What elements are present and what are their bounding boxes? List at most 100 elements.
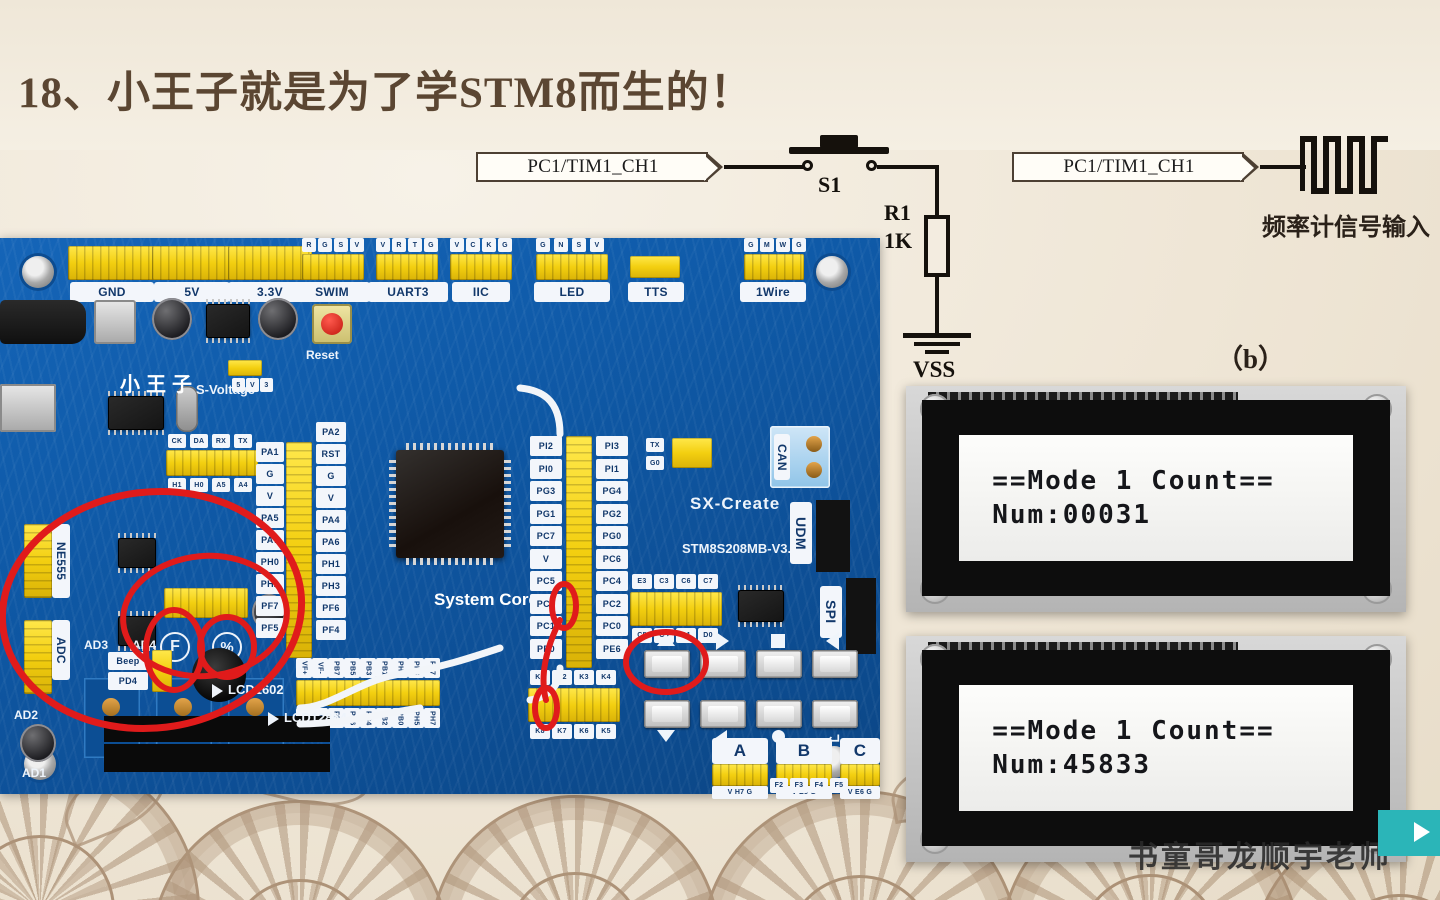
silk-ph1: PH1	[316, 554, 346, 574]
silk-pa6: PA6	[316, 532, 346, 552]
mini-usb-connector[interactable]	[0, 384, 56, 432]
silk-pad-c7: C7	[698, 574, 718, 589]
silk-pad-tx: TX	[646, 438, 664, 452]
silk-g1: G	[256, 464, 284, 484]
silk-pad-f4: F4	[810, 778, 828, 793]
lcd12864-socket[interactable]	[104, 744, 330, 772]
silk-pb7: PB7	[328, 658, 344, 678]
silk-label-btn-b: B	[776, 738, 832, 764]
silk-swimpad-da: DA	[190, 434, 208, 448]
silk-pad-c6: C6	[676, 574, 696, 589]
reset-button-cap[interactable]	[321, 313, 343, 335]
silk-pad-e3: E3	[632, 574, 652, 589]
header-uart3-pins[interactable]	[376, 254, 438, 280]
tact-button-back[interactable]	[812, 650, 858, 678]
regulator-ic	[206, 299, 250, 343]
s-voltage-jumper[interactable]	[228, 360, 262, 376]
silk-5v3-2: 3	[260, 378, 273, 392]
board-brand-cn: 小王子	[120, 374, 198, 396]
silk-pf4: PF4	[316, 620, 346, 640]
silk-1wire-pin-3: G	[792, 238, 806, 252]
left-port-labels-right: PA2 RST G V PA4 PA6 PH1 PH3 PF6 PF4	[316, 422, 346, 642]
silk-5v3-0: 5	[232, 378, 245, 392]
header-1wire-pins[interactable]	[744, 254, 804, 280]
pe-jumper-block[interactable]	[630, 592, 722, 626]
silk-iic-pin-3: G	[498, 238, 512, 252]
header-led-pins[interactable]	[536, 254, 608, 280]
silk-pi2: PI2	[530, 436, 562, 456]
silk-1wire-pin-0: G	[744, 238, 758, 252]
silk-label-1wire: 1Wire	[740, 282, 806, 302]
silk-led-pin-2: S	[572, 238, 586, 252]
uart-jumper[interactable]	[672, 438, 712, 468]
reset-button-body[interactable]	[312, 304, 352, 344]
silk-pa4: PA4	[316, 510, 346, 530]
lcd-top-line1: ==Mode 1 Count==	[992, 466, 1275, 496]
header-gnd-pins[interactable]	[68, 246, 156, 280]
silk-pad-k3: K3	[574, 670, 594, 685]
square-icon	[771, 634, 785, 648]
silk-label-swim: SWIM	[294, 282, 370, 302]
header-5v-pins[interactable]	[152, 246, 232, 280]
silk-label-tts: TTS	[628, 282, 684, 302]
silk-pad-f3: F3	[790, 778, 808, 793]
silk-ph5: PH5	[408, 708, 424, 728]
tact-button-enter[interactable]	[812, 700, 858, 728]
silk-label-3v3: 3.3V	[228, 282, 312, 302]
silk-led-pin-1: N	[554, 238, 568, 252]
silk-pc6: PC6	[596, 548, 628, 569]
udm-connector[interactable]	[816, 500, 850, 572]
header-iic-pins[interactable]	[450, 254, 512, 280]
silk-label-can: CAN	[774, 434, 790, 480]
silk-pi1: PI1	[596, 458, 628, 479]
tact-button-left[interactable]	[700, 700, 746, 728]
silk-label-iic: IIC	[452, 282, 510, 302]
silk-uart3-pin-0: V	[376, 238, 390, 252]
silk-rst: RST	[316, 444, 346, 464]
silk-v2: V	[316, 488, 346, 508]
background-top-fade	[0, 0, 1440, 150]
swim-debug-header[interactable]	[166, 450, 258, 476]
crystal-oscillator	[176, 386, 198, 432]
corner-badge	[1378, 810, 1440, 856]
header-btn-c[interactable]	[840, 764, 880, 786]
silk-label-brand-en: SX-Create	[690, 494, 781, 513]
silk-pc0: PC0	[596, 616, 628, 636]
can-screw-2[interactable]	[806, 462, 822, 478]
silk-pad-f5: F5	[830, 778, 848, 793]
tact-button-down[interactable]	[644, 700, 690, 728]
silk-pg2: PG2	[596, 503, 628, 524]
silk-iic-pin-0: V	[450, 238, 464, 252]
tact-button-square[interactable]	[756, 650, 802, 678]
silk-vfm: VF-	[312, 658, 328, 678]
mount-hole-tr	[816, 256, 848, 288]
right-port-labels-right: PI3 PI1 PG4 PG2 PG0 PC6 PC4 PC2 PC0 PE6	[596, 436, 628, 661]
silk-uart3-pin-2: T	[408, 238, 422, 252]
dc-power-jack[interactable]	[0, 300, 86, 344]
mcu-pads-right	[504, 460, 511, 548]
silk-label-spi: SPI	[820, 586, 842, 638]
header-btn-a[interactable]	[712, 764, 768, 786]
tact-button-dot[interactable]	[756, 700, 802, 728]
arrow-right-icon	[716, 632, 729, 650]
silk-label-udm: UDM	[790, 502, 812, 564]
silk-label-system-core: System Core	[434, 590, 538, 609]
arrow-down-icon	[657, 730, 675, 742]
lcd-bottom-line2: Num:45833	[992, 750, 1152, 780]
silk-pins-btn-c: V E6 G	[840, 786, 880, 799]
header-swim-pins[interactable]	[302, 254, 364, 280]
silk-pg4: PG4	[596, 481, 628, 501]
header-3v3-pins[interactable]	[228, 246, 312, 280]
header-tts-jumper[interactable]	[630, 256, 680, 278]
silk-ph7: PH7	[424, 708, 440, 728]
power-switch-block[interactable]	[94, 300, 136, 344]
silk-label-model: STM8S208MB-V3.0	[682, 541, 799, 556]
lcd-bottom-line1: ==Mode 1 Count==	[992, 716, 1275, 746]
silk-uart3-pin-3: G	[424, 238, 438, 252]
silk-pb3: PB3	[360, 658, 376, 678]
silk-label-led: LED	[534, 282, 610, 302]
silk-label-reset: Reset	[306, 348, 339, 362]
can-screw-1[interactable]	[806, 436, 822, 452]
spi-connector[interactable]	[846, 578, 876, 654]
